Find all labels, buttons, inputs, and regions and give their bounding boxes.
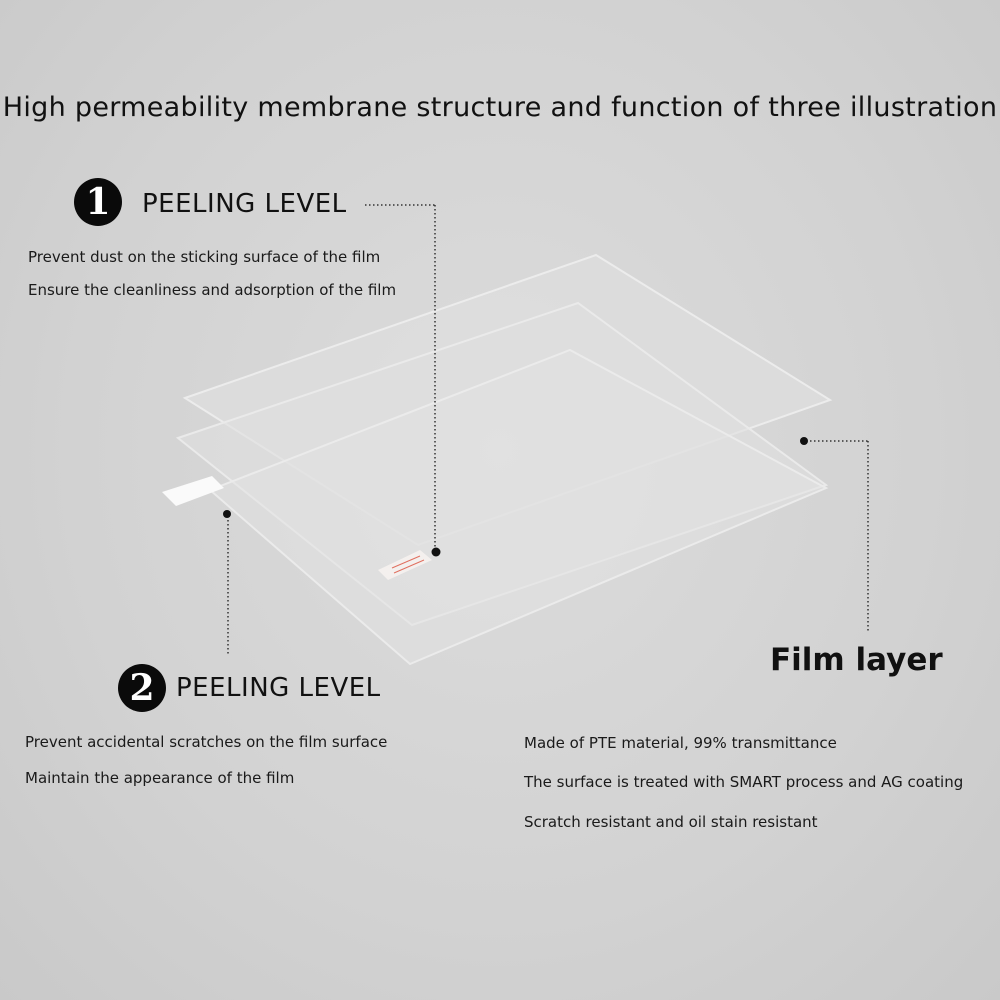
film-line-1: Made of PTE material, 99% transmittance — [524, 734, 837, 752]
page-title: High permeability membrane structure and… — [2, 92, 998, 123]
layer-2-line-1: Prevent accidental scratches on the film… — [25, 733, 388, 751]
front-sheet — [208, 348, 829, 666]
layer-1-number-badge: 1 — [74, 178, 122, 226]
layer-1-line-1: Prevent dust on the sticking surface of … — [28, 248, 381, 266]
layer-2-heading: PEELING LEVEL — [176, 673, 381, 703]
film-layer-heading: Film layer — [770, 642, 943, 678]
peel-tab — [162, 476, 224, 506]
leader-line-film — [800, 437, 869, 632]
layer-2-number-badge: 2 — [118, 664, 166, 712]
film-line-3: Scratch resistant and oil stain resistan… — [524, 813, 818, 831]
leader-line-1 — [365, 204, 441, 557]
film-line-2: The surface is treated with SMART proces… — [524, 773, 964, 791]
peel-sticker — [378, 550, 432, 580]
layer-1-line-2: Ensure the cleanliness and adsorption of… — [28, 281, 397, 299]
layer-1-heading: PEELING LEVEL — [142, 189, 347, 219]
leader-line-2 — [223, 510, 231, 655]
layer-2-line-2: Maintain the appearance of the film — [25, 769, 295, 787]
